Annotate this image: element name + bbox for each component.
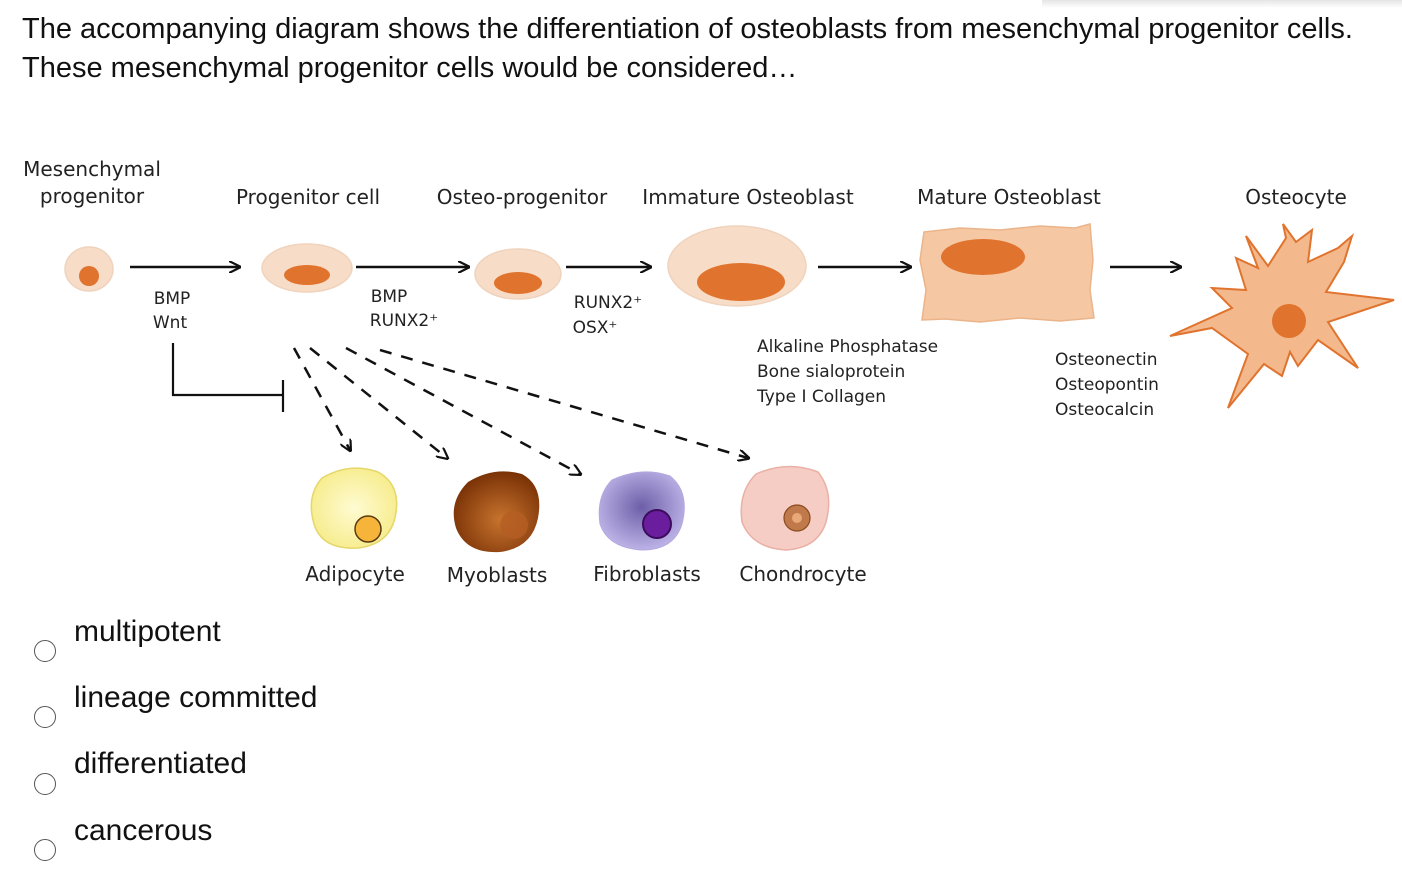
stage-label-osteocyte: Osteocyte bbox=[1245, 185, 1347, 209]
marker-mature-2: Bone sialoprotein bbox=[757, 362, 905, 382]
radio-button[interactable] bbox=[34, 839, 56, 861]
marker-mature-1: Alkaline Phosphatase bbox=[757, 337, 938, 357]
option-label: multipotent bbox=[74, 615, 221, 648]
option-label: cancerous bbox=[74, 814, 213, 847]
stage-label-immature-osteoblast: Immature Osteoblast bbox=[642, 185, 854, 209]
myoblast-cell bbox=[453, 471, 540, 553]
radio-button[interactable] bbox=[34, 706, 56, 728]
osteocyte-cell bbox=[1169, 223, 1395, 409]
factor-wnt: Wnt bbox=[153, 313, 188, 333]
stage-label-progenitor-cell: Progenitor cell bbox=[236, 185, 380, 209]
adipocyte-cell bbox=[310, 467, 398, 549]
option-label: differentiated bbox=[74, 747, 247, 780]
osteoblast-differentiation-diagram: Mesenchymal progenitor Progenitor cell O… bbox=[0, 140, 1402, 600]
mature-osteoblast-cell bbox=[919, 223, 1095, 323]
dashed-arrow-adipocyte bbox=[292, 347, 350, 450]
option-multipotent[interactable]: multipotent bbox=[34, 612, 454, 662]
lineage-label-myoblasts: Myoblasts bbox=[447, 563, 548, 587]
osteo-progenitor-cell bbox=[474, 248, 562, 300]
factor-bmp-2: BMP bbox=[371, 287, 408, 307]
dashed-arrow-chondrocyte bbox=[379, 348, 748, 458]
immature-osteoblast-cell bbox=[667, 225, 807, 307]
dashed-arrow-fibroblast bbox=[345, 346, 580, 474]
dashed-arrow-myoblast bbox=[309, 347, 447, 458]
mesenchymal-progenitor-cell bbox=[64, 246, 114, 292]
lineage-label-chondrocyte: Chondrocyte bbox=[739, 562, 866, 586]
option-lineage-committed[interactable]: lineage committed bbox=[34, 678, 454, 728]
factor-runx2-1: RUNX2⁺ bbox=[370, 311, 438, 331]
factor-bmp-1: BMP bbox=[154, 289, 191, 309]
fibroblast-cell bbox=[598, 471, 685, 551]
stage-label-mesenchymal-line1: Mesenchymal bbox=[23, 157, 161, 181]
radio-button[interactable] bbox=[34, 773, 56, 795]
top-shadow bbox=[1042, 0, 1402, 8]
marker-osteocyte-1: Osteonectin bbox=[1055, 350, 1158, 370]
factor-runx2-2: RUNX2⁺ bbox=[574, 293, 642, 313]
marker-osteocyte-2: Osteopontin bbox=[1055, 375, 1159, 395]
lineage-label-fibroblasts: Fibroblasts bbox=[593, 562, 701, 586]
stage-label-mesenchymal-line2: progenitor bbox=[40, 184, 145, 208]
option-cancerous[interactable]: cancerous bbox=[34, 811, 454, 861]
stage-label-osteo-progenitor: Osteo-progenitor bbox=[437, 185, 608, 209]
chondrocyte-cell bbox=[740, 465, 830, 551]
factor-osx: OSX⁺ bbox=[573, 318, 618, 338]
inhibition-line bbox=[171, 343, 283, 397]
question-text: The accompanying diagram shows the diffe… bbox=[22, 13, 1353, 84]
option-label: lineage committed bbox=[74, 681, 318, 714]
radio-button[interactable] bbox=[34, 640, 56, 662]
marker-mature-3: Type I Collagen bbox=[756, 387, 886, 407]
stage-label-mature-osteoblast: Mature Osteoblast bbox=[917, 185, 1101, 209]
option-differentiated[interactable]: differentiated bbox=[34, 744, 454, 795]
progenitor-cell bbox=[261, 243, 353, 293]
marker-osteocyte-3: Osteocalcin bbox=[1055, 400, 1154, 420]
lineage-label-adipocyte: Adipocyte bbox=[305, 562, 405, 586]
